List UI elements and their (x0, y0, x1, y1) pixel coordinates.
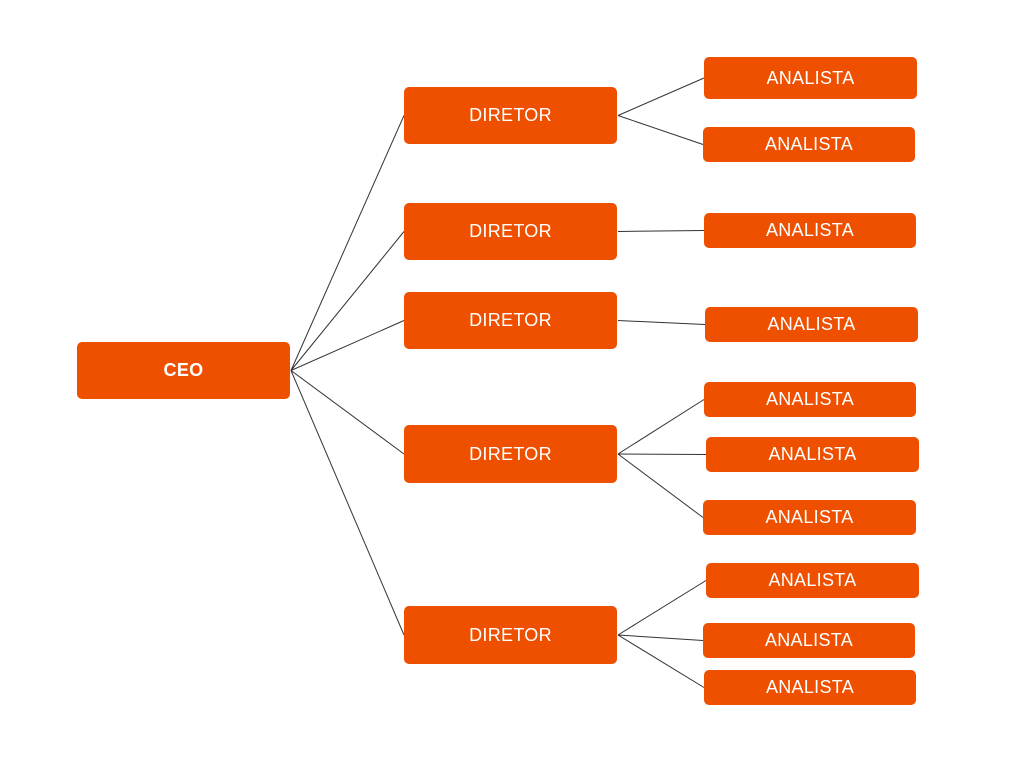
director-node: DIRETOR (404, 606, 617, 664)
connector-director-analyst (617, 634, 704, 641)
analyst-node: ANALISTA (704, 57, 917, 99)
analyst-node: ANALISTA (704, 670, 916, 705)
connector-director-analyst (617, 230, 705, 232)
analyst-node: ANALISTA (703, 623, 915, 658)
connector-director-analyst (617, 453, 707, 455)
connector-director-analyst (617, 399, 705, 455)
ceo-node: CEO (77, 342, 290, 399)
analyst-node: ANALISTA (705, 307, 918, 342)
connector-ceo-director (290, 320, 405, 371)
connector-director-analyst (617, 320, 706, 325)
connector-ceo-director (290, 115, 405, 371)
connector-director-analyst (617, 453, 704, 518)
connector-ceo-director (290, 370, 405, 455)
analyst-node: ANALISTA (706, 437, 919, 472)
director-node: DIRETOR (404, 425, 617, 483)
connector-director-analyst (617, 77, 705, 116)
connector-director-analyst (617, 580, 707, 636)
connector-director-analyst (617, 634, 705, 688)
connector-ceo-director (290, 370, 405, 636)
analyst-node: ANALISTA (703, 500, 916, 535)
analyst-node: ANALISTA (706, 563, 919, 598)
director-node: DIRETOR (404, 292, 617, 349)
connector-ceo-director (290, 231, 405, 371)
analyst-node: ANALISTA (704, 382, 916, 417)
director-node: DIRETOR (404, 87, 617, 144)
director-node: DIRETOR (404, 203, 617, 260)
analyst-node: ANALISTA (704, 213, 916, 248)
connector-director-analyst (617, 115, 704, 145)
analyst-node: ANALISTA (703, 127, 915, 162)
